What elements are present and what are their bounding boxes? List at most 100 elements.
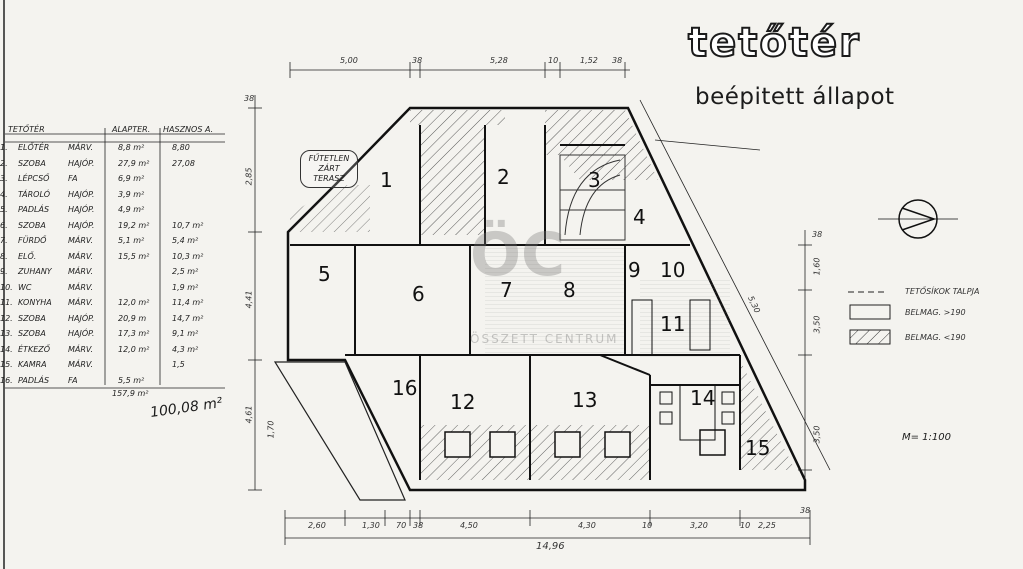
dim-left-5: 1,70 bbox=[266, 420, 276, 439]
row-floor: MÁRV. bbox=[68, 344, 94, 354]
dim-right-3: 3,50 bbox=[812, 315, 822, 334]
row-floor: HAJÓP. bbox=[68, 158, 95, 168]
row-name: PADLÁS bbox=[18, 205, 50, 214]
kitchen-counter bbox=[631, 299, 711, 356]
row-useful: 10,7 m² bbox=[172, 220, 204, 230]
row-name: SZOBA bbox=[18, 220, 46, 230]
room-label-14: 14 bbox=[690, 386, 716, 410]
dim-bottom-9: 10 bbox=[740, 521, 751, 530]
staircase bbox=[559, 154, 626, 241]
room-label-10: 10 bbox=[660, 258, 686, 282]
row-name: SZOBA bbox=[18, 313, 46, 323]
hatched-zone-right bbox=[740, 360, 795, 470]
dim-bottom-11: 38 bbox=[800, 506, 811, 515]
dim-top-6: 38 bbox=[612, 56, 623, 65]
dim-left-2: 2,85 bbox=[244, 167, 254, 186]
row-name: LÉPCSŐ bbox=[18, 174, 50, 183]
hatched-zone-top-left bbox=[410, 110, 505, 235]
header-area: ALAPTER. bbox=[112, 125, 151, 134]
row-area: 20,9 m bbox=[118, 313, 147, 323]
row-floor: HAJÓP. bbox=[68, 220, 95, 230]
row-number: 9. bbox=[0, 267, 8, 276]
row-name: PADLÁS bbox=[18, 375, 50, 385]
dining-table bbox=[659, 384, 735, 441]
dim-bottom-2: 1,30 bbox=[362, 521, 380, 530]
floor-texture-11 bbox=[640, 280, 730, 360]
row-useful: 27,08 bbox=[172, 158, 195, 168]
room-table-lines bbox=[5, 128, 225, 389]
row-name: TÁROLÓ bbox=[18, 189, 50, 199]
row-number: 16. bbox=[0, 375, 13, 385]
dim-top-1: 5,00 bbox=[340, 56, 358, 65]
row-number: 14. bbox=[0, 344, 13, 354]
dim-top-4: 10 bbox=[548, 56, 559, 65]
dim-top-3: 5,28 bbox=[490, 56, 508, 65]
dim-left-4: 4,61 bbox=[244, 405, 254, 424]
room-label-1: 1 bbox=[380, 168, 393, 192]
interior-walls bbox=[290, 125, 741, 480]
room-label-11: 11 bbox=[660, 312, 686, 336]
dim-right-2: 1,60 bbox=[812, 257, 822, 276]
dim-bottom-3: 70 bbox=[396, 521, 407, 530]
dim-bottom-8: 3,20 bbox=[690, 521, 708, 530]
row-area: 5,5 m² bbox=[118, 375, 145, 385]
row-floor: HAJÓP. bbox=[68, 189, 95, 199]
row-name: ÉTKEZŐ bbox=[18, 344, 51, 354]
row-name: KAMRA bbox=[18, 360, 47, 369]
dim-left-1: 38 bbox=[244, 94, 255, 103]
row-useful: 11,4 m² bbox=[172, 298, 204, 307]
row-useful: 1,9 m² bbox=[172, 282, 199, 292]
row-floor: FA bbox=[68, 375, 78, 385]
room-label-2: 2 bbox=[497, 165, 510, 189]
row-useful: 2,5 m² bbox=[172, 267, 199, 276]
row-number: 3. bbox=[0, 174, 8, 183]
row-number: 12. bbox=[0, 313, 13, 323]
legend-roof-base: TETŐSÍKOK TALPJA bbox=[905, 287, 980, 296]
watermark-logo: ÖC bbox=[470, 220, 566, 290]
north-arrow-icon bbox=[878, 199, 958, 239]
row-floor: MÁRV. bbox=[68, 282, 94, 292]
legend-headroom-high: BELMAG. >190 bbox=[905, 308, 966, 317]
row-number: 7. bbox=[0, 236, 8, 245]
drawing-subtitle: beépitett állapot bbox=[695, 84, 895, 110]
terrace-note: FŰTETLEN ZÁRT TERASZ bbox=[300, 150, 358, 188]
row-number: 2. bbox=[0, 158, 8, 168]
row-area: 15,5 m² bbox=[118, 251, 150, 261]
dim-bottom-5: 4,50 bbox=[460, 521, 478, 530]
row-floor: HAJÓP. bbox=[68, 205, 95, 214]
room-label-3: 3 bbox=[588, 168, 601, 192]
note-line-1: FŰTETLEN bbox=[308, 154, 350, 163]
terrace-outline bbox=[273, 361, 406, 501]
row-floor: MÁRV. bbox=[68, 267, 94, 276]
row-number: 13. bbox=[0, 329, 13, 338]
note-line-2: ZÁRT bbox=[318, 164, 340, 173]
row-floor: MÁRV. bbox=[68, 143, 94, 152]
header-useful: HASZNOS A. bbox=[163, 125, 214, 134]
row-area: 12,0 m² bbox=[118, 344, 150, 354]
row-useful: 9,1 m² bbox=[172, 329, 199, 338]
row-area: 4,9 m² bbox=[118, 205, 145, 214]
dim-bottom-6: 4,30 bbox=[578, 521, 596, 530]
dimension-lines-right bbox=[798, 230, 812, 480]
dimension-lines-top bbox=[289, 62, 630, 78]
room-label-4: 4 bbox=[633, 205, 646, 229]
room-label-6: 6 bbox=[412, 282, 425, 306]
row-name: SZOBA bbox=[18, 158, 46, 168]
row-number: 4. bbox=[0, 189, 8, 199]
row-name: ELŐ. bbox=[18, 251, 37, 261]
row-number: 8. bbox=[0, 251, 8, 261]
row-floor: MÁRV. bbox=[68, 236, 94, 245]
row-useful: 8,80 bbox=[172, 143, 190, 152]
dim-bottom-4: 38 bbox=[413, 521, 424, 530]
row-floor: MÁRV. bbox=[68, 360, 94, 369]
row-number: 10. bbox=[0, 282, 13, 292]
watermark-text: ÖSSZETT CENTRUM bbox=[470, 332, 619, 346]
dim-bottom-1: 2,60 bbox=[308, 521, 326, 530]
dim-bottom-10: 2,25 bbox=[758, 521, 776, 530]
dim-left-3: 4,41 bbox=[244, 290, 254, 309]
row-useful: 5,4 m² bbox=[172, 236, 199, 245]
row-useful: 1,5 bbox=[172, 360, 185, 369]
row-number: 15. bbox=[0, 360, 13, 369]
row-number: 1. bbox=[0, 143, 8, 152]
